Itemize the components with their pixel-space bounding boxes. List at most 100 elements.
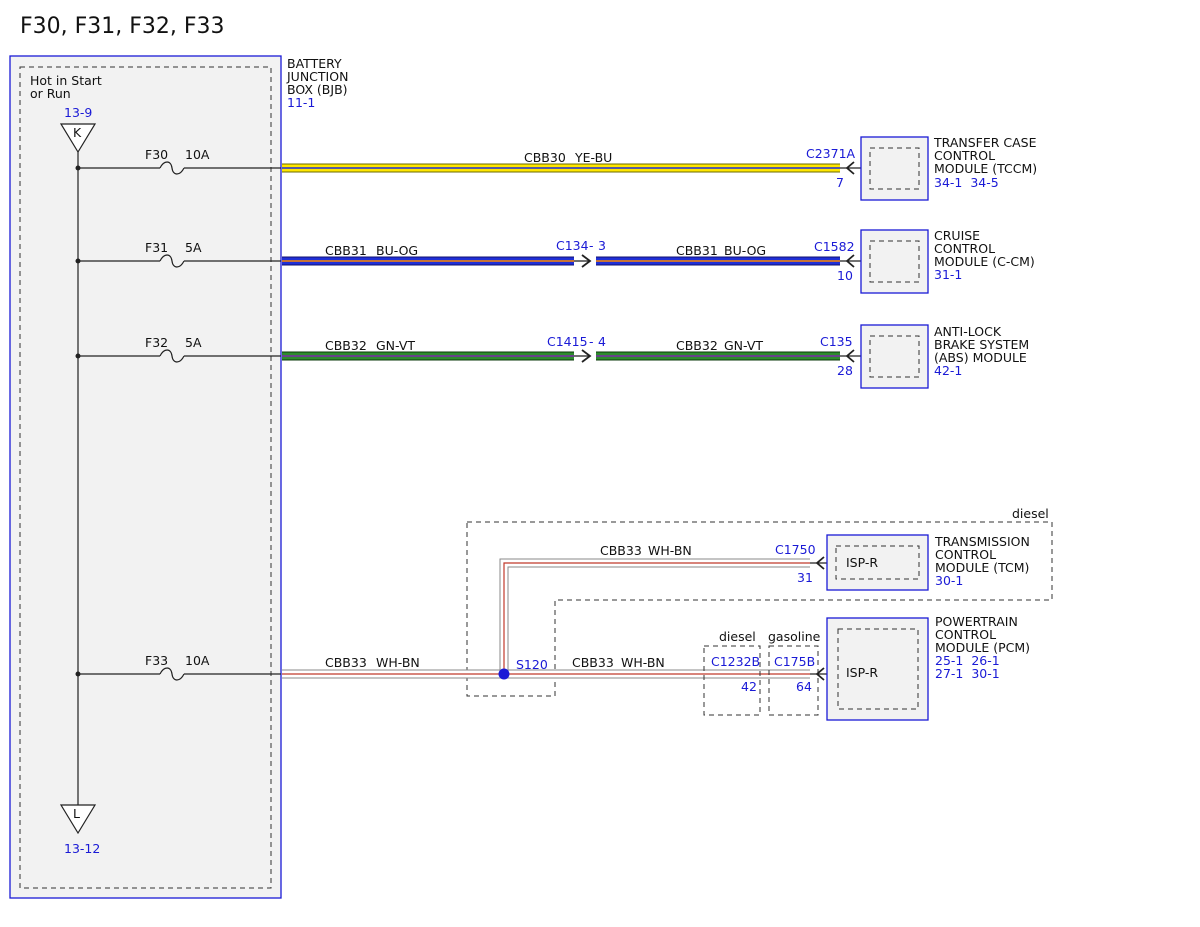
- tccm-refs[interactable]: 34-1 34-5: [934, 175, 999, 190]
- splice-s120-label[interactable]: S120: [516, 657, 548, 672]
- fuse-f32-label: F32: [145, 335, 168, 350]
- wire-cbb33-branch[interactable]: [499, 558, 810, 674]
- pcm-inner-label: ISP-R: [846, 665, 878, 680]
- bjb-name-line-1: BATTERY: [287, 56, 342, 71]
- pin-42: 42: [741, 679, 757, 694]
- bjb-inner-dashed: [19, 66, 272, 889]
- fuse-f33-amps: 10A: [185, 653, 210, 668]
- bjb-box: [9, 55, 282, 899]
- diesel-region-label: diesel: [1012, 506, 1049, 521]
- wire-cbb31-a-color: BU-OG: [376, 243, 418, 258]
- ccm-module-box[interactable]: [860, 229, 929, 294]
- wire-cbb30-color: YE-BU: [574, 150, 612, 165]
- wire-cbb32-b-color: GN-VT: [724, 338, 763, 353]
- connector-c175b[interactable]: C175B: [774, 654, 815, 669]
- top-connector-letter: K: [73, 125, 82, 140]
- abs-module-box[interactable]: [860, 324, 929, 389]
- bjb-name-line-2: JUNCTION: [286, 69, 348, 84]
- tcm-inner-label: ISP-R: [846, 555, 878, 570]
- bottom-ref[interactable]: 13-12: [64, 841, 100, 856]
- pcm-module-inner: [837, 628, 919, 710]
- pin-31: 31: [797, 570, 813, 585]
- connector-c135[interactable]: C135: [820, 334, 853, 349]
- fuse-f33-icon: [159, 667, 185, 681]
- pcm-refs-line-1[interactable]: 25-1 26-1: [935, 653, 1000, 668]
- ccm-name-line-3: MODULE (C-CM): [934, 254, 1035, 269]
- pcm-refs-line-2[interactable]: 27-1 30-1: [935, 666, 1000, 681]
- tcm-pin-arrow-icon: [815, 556, 825, 570]
- fuse-f33-label: F33: [145, 653, 168, 668]
- wire-cbb32-b[interactable]: [596, 351, 840, 361]
- bottom-connector-letter: L: [73, 806, 80, 821]
- ccm-name-line-1: CRUISE: [934, 228, 980, 243]
- pin-7: 7: [836, 175, 844, 190]
- pcm-module-box[interactable]: [826, 617, 929, 721]
- top-ref[interactable]: 13-9: [64, 105, 92, 120]
- tcm-module-box[interactable]: [826, 534, 929, 591]
- wire-cbb31-b[interactable]: [596, 256, 840, 266]
- wire-cbb30[interactable]: [282, 163, 840, 173]
- fuse-f30-label: F30: [145, 147, 168, 162]
- fuse-f31-amps: 5A: [185, 240, 202, 255]
- pcm-name-line-2: CONTROL: [935, 627, 996, 642]
- tccm-module-box[interactable]: [860, 136, 929, 201]
- wire-cbb33-color: WH-BN: [376, 655, 420, 670]
- tcm-refs[interactable]: 30-1: [935, 573, 963, 588]
- c134-arrow-icon: [581, 254, 592, 268]
- ccm-name-line-2: CONTROL: [934, 241, 995, 256]
- tcm-module-inner: [835, 545, 920, 580]
- pcm-name-line-3: MODULE (PCM): [935, 640, 1030, 655]
- wire-cbb30-label: CBB30: [524, 150, 566, 165]
- bottom-connector-triangle-icon: [59, 804, 97, 835]
- wire-cbb31-b-label: CBB31: [676, 243, 718, 258]
- ccm-pin-arrow-icon: [845, 254, 855, 268]
- connector-c2371a[interactable]: C2371A: [806, 146, 856, 161]
- connector-c134[interactable]: C134: [556, 238, 589, 253]
- bjb-name-line-3: BOX (BJB): [287, 82, 348, 97]
- connector-c134-dash: -: [589, 238, 594, 253]
- abs-pin-arrow-icon: [845, 349, 855, 363]
- wire-cbb32-a-color: GN-VT: [376, 338, 415, 353]
- connector-c1415-pin: 4: [598, 334, 606, 349]
- wire-cbb33[interactable]: [282, 669, 810, 679]
- hot-label-line-2: or Run: [30, 86, 71, 101]
- connector-c1232b[interactable]: C1232B: [711, 654, 760, 669]
- diesel-region: [466, 521, 1053, 697]
- wire-cbb33-branch-stripe: [503, 562, 810, 674]
- tccm-pin-arrow-icon: [845, 161, 855, 175]
- tcm-name-line-2: CONTROL: [935, 547, 996, 562]
- abs-name-line-2: BRAKE SYSTEM: [934, 337, 1029, 352]
- wire-cbb33-main-label: CBB33: [572, 655, 614, 670]
- wire-cbb33-branch-color: WH-BN: [648, 543, 692, 558]
- wire-cbb31-b-color: BU-OG: [724, 243, 766, 258]
- ccm-refs[interactable]: 31-1: [934, 267, 962, 282]
- hot-label-line-1: Hot in Start: [30, 73, 102, 88]
- fuse-f32-icon: [159, 349, 185, 363]
- connector-c1750[interactable]: C1750: [775, 542, 816, 557]
- tccm-name-line-2: CONTROL: [934, 148, 995, 163]
- pcm-name-line-1: POWERTRAIN: [935, 614, 1018, 629]
- pin-10: 10: [837, 268, 853, 283]
- fuse-f32-amps: 5A: [185, 335, 202, 350]
- top-connector-triangle-icon: [59, 123, 97, 154]
- wire-cbb33-branch-label: CBB33: [600, 543, 642, 558]
- connector-c1415[interactable]: C1415: [547, 334, 588, 349]
- tccm-name-line-3: MODULE (TCCM): [934, 161, 1037, 176]
- splice-s120-icon[interactable]: [498, 668, 510, 680]
- wire-cbb31-a[interactable]: [282, 256, 574, 266]
- tccm-name-line-1: TRANSFER CASE: [933, 135, 1037, 150]
- bjb-ref[interactable]: 11-1: [287, 95, 315, 110]
- pin-28: 28: [837, 363, 853, 378]
- c1415-arrow-icon: [581, 349, 592, 363]
- tcm-name-line-3: MODULE (TCM): [935, 560, 1029, 575]
- abs-refs[interactable]: 42-1: [934, 363, 962, 378]
- wire-cbb32-a-label: CBB32: [325, 338, 367, 353]
- wire-cbb32-a[interactable]: [282, 351, 574, 361]
- abs-name-line-3: (ABS) MODULE: [934, 350, 1027, 365]
- pcm-gasoline-label: gasoline: [768, 629, 821, 644]
- pcm-gasoline-connector-box: [768, 645, 819, 716]
- fuse-f31-icon: [159, 254, 185, 268]
- fuse-f31-label: F31: [145, 240, 168, 255]
- connector-c1582[interactable]: C1582: [814, 239, 855, 254]
